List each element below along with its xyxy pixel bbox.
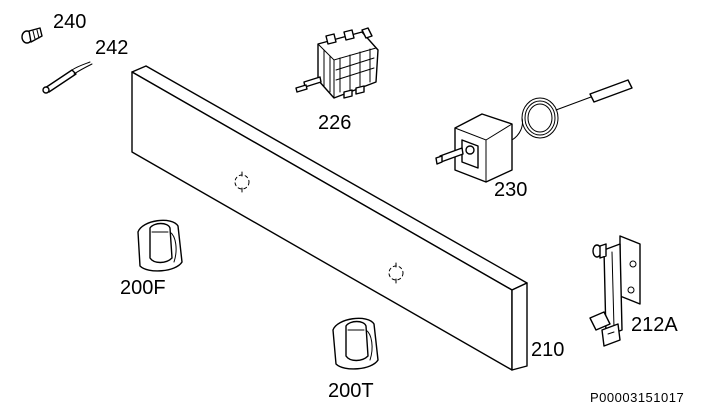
part-242-pin [42,61,93,94]
label-200F: 200F [120,277,166,299]
figure-code: P00003151017 [590,390,685,405]
label-210: 210 [531,339,565,361]
part-200T-knob [332,317,379,370]
panel-knob-hole-right [388,262,404,284]
label-240: 240 [53,11,87,33]
label-200T: 200T [328,380,374,402]
label-226: 226 [318,112,352,134]
part-240-screw [21,27,43,44]
label-230: 230 [494,179,528,201]
part-230-thermostat [435,79,633,183]
part-200F-knob [137,219,183,272]
panel-knob-hole-left [234,171,250,193]
part-210-control-panel [131,65,528,371]
part-212A-bracket [589,235,641,347]
label-212A: 212A [631,314,678,336]
label-242: 242 [95,37,129,59]
part-226-selector-switch [295,27,379,99]
